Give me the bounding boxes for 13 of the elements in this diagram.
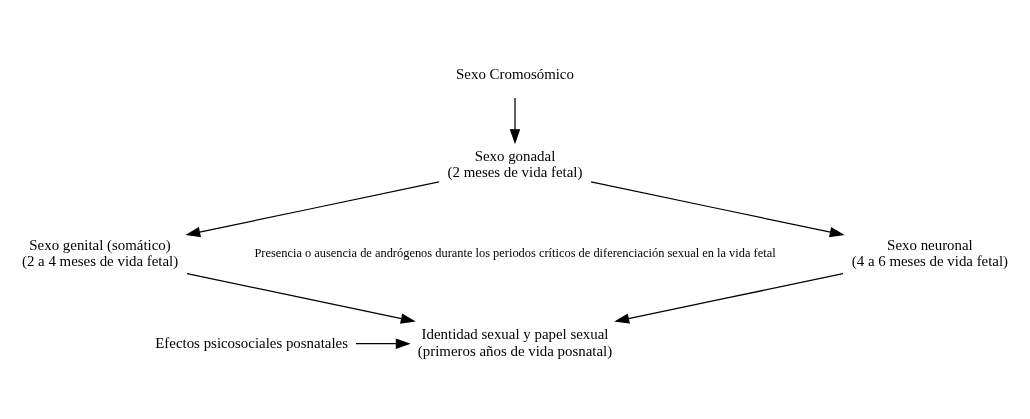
arrow [185, 181, 440, 238]
node-text: Identidad sexual y papel sexual (primeros años de vida posnatal) [417, 326, 613, 359]
node-text: Sexo neuronal (4 a 6 meses de vida fetal) [851, 237, 1009, 270]
node-text: Sexo gonadal (2 meses de vida fetal) [447, 147, 583, 180]
arrow [186, 273, 416, 324]
arrow [614, 273, 844, 324]
node-text: Sexo genital (somático) (2 a 4 meses de vida fetal) [21, 237, 179, 270]
arrow [355, 338, 411, 349]
label: Presencia o ausencia de andrógenos durante los periodos críticos de diferenciación sexual en la vida fetal [254, 246, 776, 261]
arrow [590, 181, 845, 238]
node-text: Sexo Cromosómico [456, 66, 574, 83]
arrow [509, 97, 521, 145]
node-text: Efectos psicosociales posnatales [155, 334, 348, 351]
